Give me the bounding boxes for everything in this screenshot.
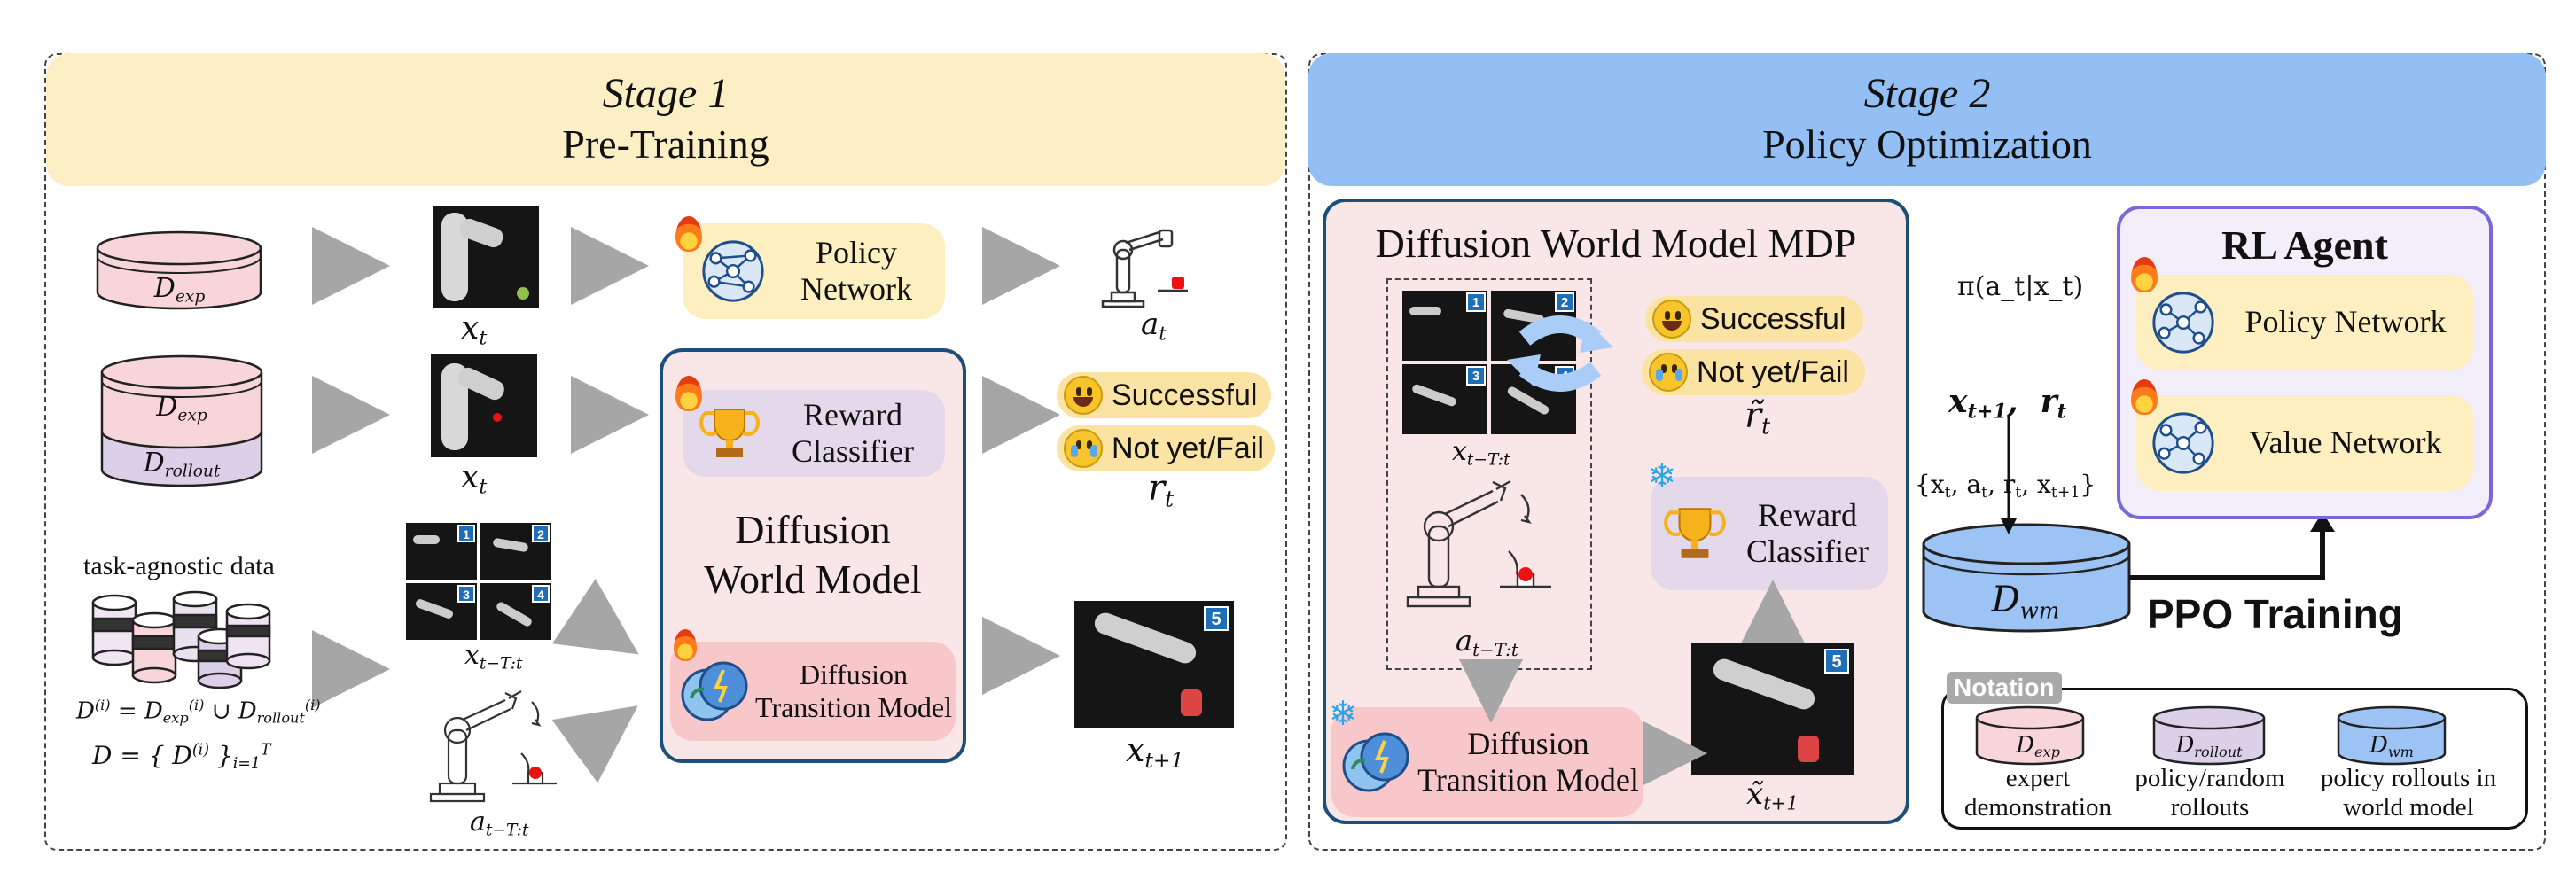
rl-agent-title: RL Agent xyxy=(2221,222,2388,268)
flame-icon xyxy=(2131,257,2158,292)
flame-icon xyxy=(675,376,702,411)
ppo-training-label: PPO Training xyxy=(2147,591,2403,637)
stage1-graphics xyxy=(91,227,1060,783)
notation-rollout-caption: policy/random rollouts xyxy=(2135,764,2285,822)
flame-icon xyxy=(674,629,697,661)
flame-icon xyxy=(675,216,702,252)
reward-classifier-label: Reward Classifier xyxy=(792,396,914,469)
action-window-label: at−T:t xyxy=(470,806,529,840)
notation-exp-symbol: Dexp xyxy=(2016,732,2060,760)
successful-status-2: Successful xyxy=(1645,296,1863,342)
next-obs-label: xt+1 xyxy=(1126,730,1184,774)
robot-frame-row1 xyxy=(433,206,539,308)
trophy-icon-2 xyxy=(1664,508,1726,558)
successful-label-2: Successful xyxy=(1700,301,1846,336)
notyet-status: Not yet/Fail xyxy=(1057,425,1275,471)
obs-window-label-2: xt−T:t xyxy=(1452,436,1510,470)
snowflake-icon: ❄ xyxy=(1329,694,1357,733)
notation-exp-caption: expert demonstration xyxy=(1964,764,2112,822)
robot-arm-motion-icon xyxy=(429,690,557,803)
reward-classifier-pill-2: Reward Classifier xyxy=(1651,477,1888,590)
db-rollout-label: Drollout xyxy=(143,448,221,481)
action-window-label-2: at−T:t xyxy=(1456,624,1518,660)
network-icon-3 xyxy=(2152,412,2214,474)
notation-tag: Notation xyxy=(1947,672,2062,704)
stage2-graphics xyxy=(1459,315,2335,785)
network-icon xyxy=(702,240,764,302)
db-wm xyxy=(1922,523,2131,633)
successful-status: Successful xyxy=(1057,372,1271,418)
network-icon-2 xyxy=(2152,292,2214,354)
reward-classifier-pill: Reward Classifier xyxy=(683,390,945,477)
reward-label: rt xyxy=(1148,468,1175,512)
dataset-formula: D = { D(i) }i=1T xyxy=(92,741,271,774)
successful-label: Successful xyxy=(1112,378,1258,412)
notyet-status-2: Not yet/Fail xyxy=(1642,349,1865,395)
notation-wm-caption: policy rollouts in world model xyxy=(2320,764,2497,822)
policy-expression: π(a_t|x_t) xyxy=(1957,271,2084,302)
task-agnostic-label: task-agnostic data xyxy=(83,551,275,580)
db-exp-label: Dexp xyxy=(153,273,206,307)
tuple-expression: {xt, at, rt, xt+1} xyxy=(1915,470,2096,502)
union-formula: D(i) = Dexp(i) ∪ Drollout(i) xyxy=(76,697,321,727)
stage1-header: Stage 1 Pre-Training xyxy=(46,53,1285,186)
mdp-title: Diffusion World Model MDP xyxy=(1375,221,1857,266)
reward-tilde-label: r̃t xyxy=(1745,395,1771,440)
notation-box xyxy=(1941,688,2528,830)
transition-icon-2 xyxy=(1342,732,1409,792)
crying-emoji-icon xyxy=(1649,353,1688,392)
frame-grid: 1 2 3 4 xyxy=(406,523,551,640)
stage1-subtitle: Pre-Training xyxy=(562,121,769,167)
stage1-arrows xyxy=(312,227,1060,783)
policy-network-pill-2: Policy Network xyxy=(2136,275,2473,370)
db-wm-label: Dwm xyxy=(1991,580,2060,624)
stage2-title: Stage 2 xyxy=(1863,70,1991,117)
next-frame-2: 5 xyxy=(1691,643,1854,775)
robot-arm-icon-small xyxy=(1101,229,1188,308)
policy-network-label: Policy Network xyxy=(800,234,912,307)
task-agnostic-dbs xyxy=(91,590,271,689)
value-network-label: Value Network xyxy=(2249,425,2442,461)
diffusion-transition-pill: Diffusion Transition Model xyxy=(670,642,956,741)
stage1-title: Stage 1 xyxy=(602,70,730,117)
frame-grid-2: 1 2 3 4 xyxy=(1402,291,1576,434)
db-exp-1 xyxy=(96,230,262,310)
notation-wm-symbol: Dwm xyxy=(2369,732,2414,760)
trophy-icon xyxy=(699,409,760,457)
action-label: at xyxy=(1141,307,1167,345)
obs-label-row2: xt xyxy=(461,459,488,499)
diffusion-transition-pill-2: Diffusion Transition Model xyxy=(1331,707,1643,817)
flame-icon xyxy=(2131,379,2158,415)
snowflake-icon: ❄ xyxy=(1648,456,1676,495)
diffusion-world-model-label: Diffusion World Model xyxy=(704,507,922,603)
transition-expression: xt+1, rt xyxy=(1948,383,2066,424)
db-exp-label-2: Dexp xyxy=(156,392,207,425)
diffusion-transition-label-2: Diffusion Transition Model xyxy=(1417,725,1639,798)
smile-emoji-icon xyxy=(1064,376,1103,415)
value-network-pill: Value Network xyxy=(2136,395,2473,491)
notyet-label: Not yet/Fail xyxy=(1112,431,1264,465)
robot-arm-motion-icon-2 xyxy=(1406,479,1551,608)
diffusion-transition-label: Diffusion Transition Model xyxy=(755,658,952,723)
notyet-label-2: Not yet/Fail xyxy=(1697,354,1849,389)
reward-classifier-label-2: Reward Classifier xyxy=(1746,496,1869,569)
transition-icon xyxy=(681,661,748,721)
robot-frame-row2 xyxy=(431,354,537,457)
notation-rollout-symbol: Drollout xyxy=(2175,732,2243,760)
obs-window-label: xt−T:t xyxy=(464,640,523,674)
stage2-header: Stage 2 Policy Optimization xyxy=(1308,53,2546,186)
policy-network-pill: Policy Network xyxy=(683,223,945,319)
smile-emoji-icon xyxy=(1652,300,1691,339)
notation-dbs xyxy=(1975,705,2447,766)
stage2-subtitle: Policy Optimization xyxy=(1762,121,2092,167)
crying-emoji-icon xyxy=(1064,429,1103,468)
policy-network-label-2: Policy Network xyxy=(2244,304,2447,340)
obs-label-row1: xt xyxy=(461,310,488,350)
next-obs-tilde-label: x̃t+1 xyxy=(1746,776,1799,814)
next-frame: 5 xyxy=(1074,601,1234,728)
db-exp-rollout xyxy=(100,354,263,487)
